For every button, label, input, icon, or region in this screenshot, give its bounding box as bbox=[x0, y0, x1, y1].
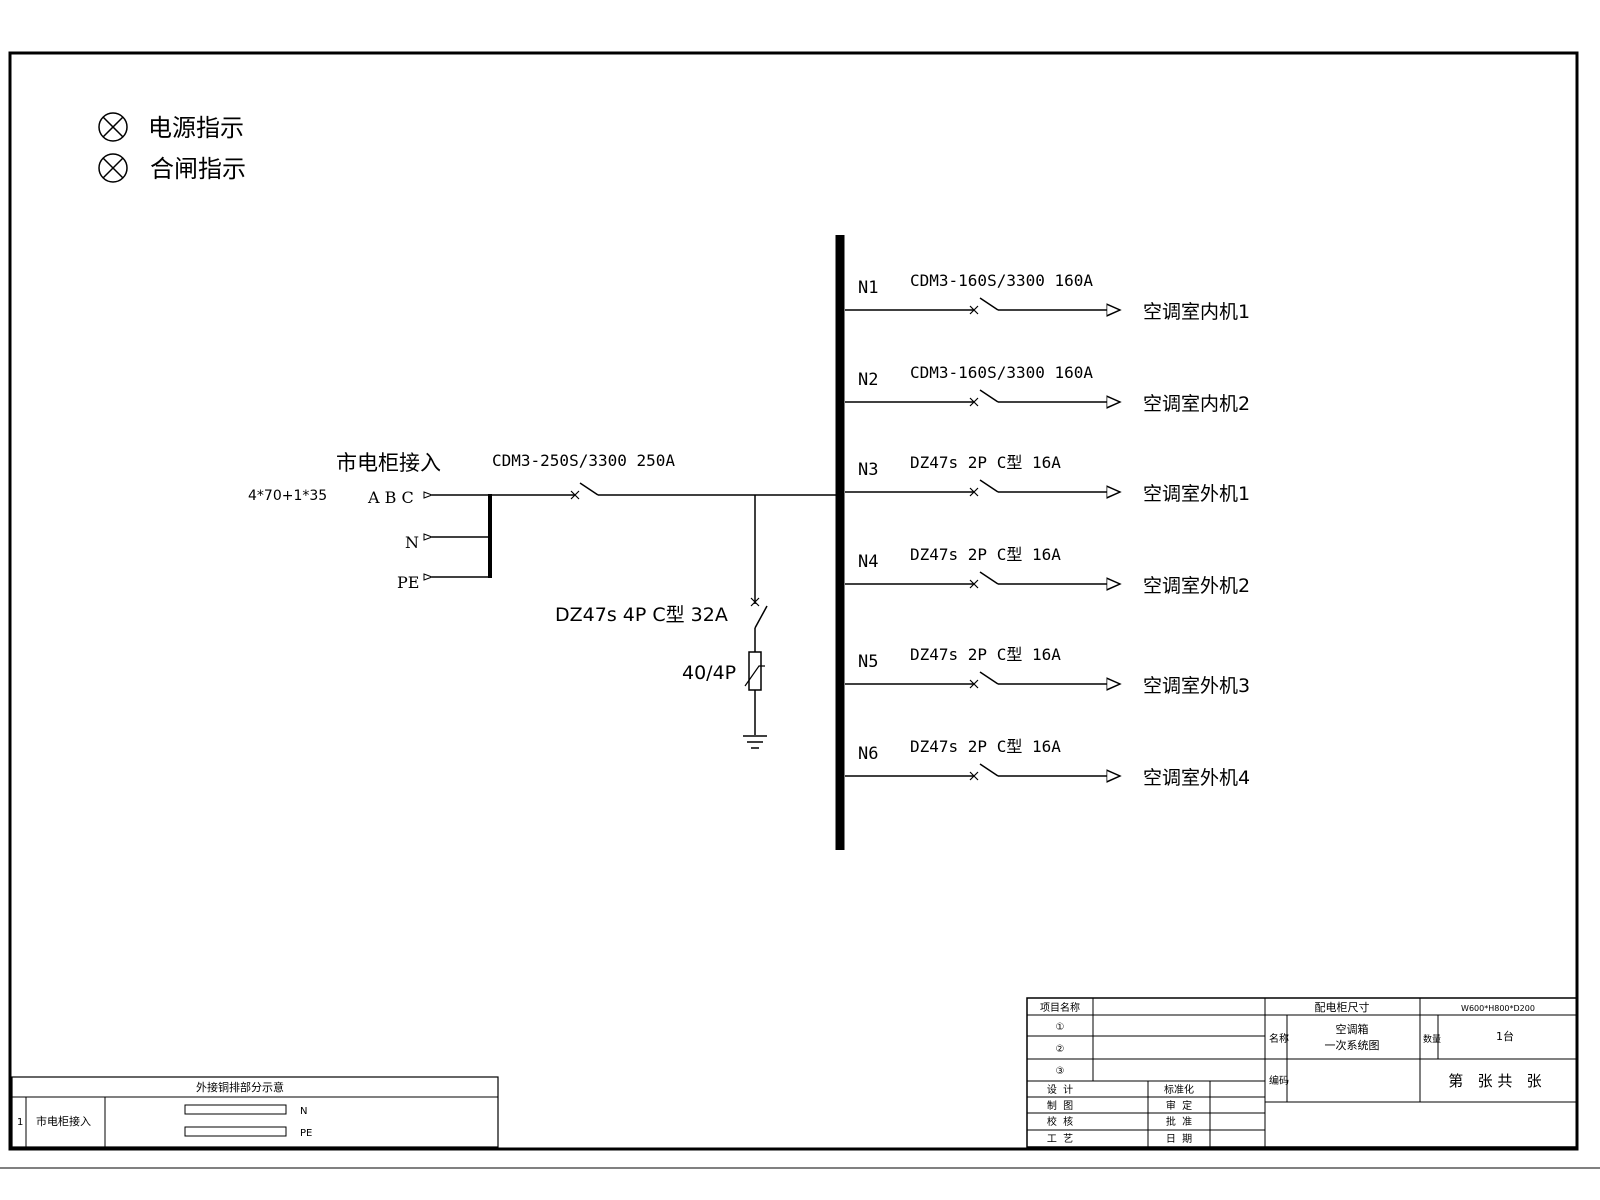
ground-icon bbox=[743, 735, 767, 749]
feeder-breaker-label: DZ47s 2P C型 16A bbox=[910, 737, 1061, 756]
feeder-breaker-cross-icon bbox=[969, 397, 979, 407]
signoff-design: 设 计 bbox=[1047, 1083, 1073, 1096]
spd-breaker-label: DZ47s 4P C型 32A bbox=[555, 604, 728, 626]
feeder-load-label: 空调室外机1 bbox=[1143, 483, 1250, 505]
feeder-id-label: N6 bbox=[858, 744, 878, 764]
project-name-label: 项目名称 bbox=[1040, 1001, 1080, 1014]
surge-protection-branch: DZ47s 4P C型 32A 40/4P bbox=[555, 495, 768, 749]
surge-arrester-label: 40/4P bbox=[682, 662, 736, 684]
busbar-pe-shape bbox=[184, 1126, 287, 1137]
feeder-breaker-cross-icon bbox=[969, 579, 979, 589]
feeder-n4: N4 DZ47s 2P C型 16A 空调室外机2 bbox=[845, 545, 1250, 597]
legend-closing-indicator-label: 合闸指示 bbox=[150, 155, 246, 183]
name-label: 名称 bbox=[1269, 1032, 1289, 1045]
feeder-breaker-contact bbox=[979, 389, 999, 403]
feeder-breaker-label: DZ47s 2P C型 16A bbox=[910, 453, 1061, 472]
title-row-3: ③ bbox=[1056, 1066, 1065, 1077]
feeder-breaker-cross-icon bbox=[969, 305, 979, 315]
feeder-id-label: N1 bbox=[858, 278, 878, 298]
feeder-breaker-label: DZ47s 2P C型 16A bbox=[910, 545, 1061, 564]
feeder-n1: N1 CDM3-160S/3300 160A 空调室内机1 bbox=[845, 271, 1250, 323]
incoming-supply: 市电柜接入 4*70+1*35 A B C N PE CDM3-250S/330… bbox=[248, 451, 838, 592]
title-row-2: ② bbox=[1056, 1044, 1065, 1055]
feeder-n5: N5 DZ47s 2P C型 16A 空调室外机3 bbox=[845, 645, 1250, 697]
signoff-date: 日 期 bbox=[1166, 1133, 1192, 1145]
busbar-table: 外接铜排部分示意 1 市电柜接入 N PE bbox=[11, 1076, 499, 1148]
feeder-breaker-contact bbox=[979, 571, 999, 585]
main-breaker-contact bbox=[579, 482, 599, 496]
feeder-breaker-label: DZ47s 2P C型 16A bbox=[910, 645, 1061, 664]
feeder-breaker-cross-icon bbox=[969, 771, 979, 781]
feeder-n6: N6 DZ47s 2P C型 16A 空调室外机4 bbox=[845, 737, 1250, 789]
surge-arrester-varistor-mark bbox=[744, 665, 765, 687]
feeder-breaker-contact bbox=[979, 671, 999, 685]
feeder-breaker-cross-icon bbox=[969, 487, 979, 497]
spd-breaker-cross-icon bbox=[750, 597, 760, 607]
busbar-pe-label: PE bbox=[300, 1128, 312, 1139]
feeder-breaker-contact bbox=[979, 297, 999, 311]
feeder-id-label: N4 bbox=[858, 552, 878, 572]
busbar-n-shape bbox=[184, 1104, 287, 1115]
signoff-approve: 批 准 bbox=[1166, 1115, 1192, 1128]
title-block: 项目名称 ① ② ③ 配电柜尺寸 W600*H800*D200 名称 空调箱 一… bbox=[1026, 997, 1578, 1148]
signoff-standardization: 标准化 bbox=[1164, 1083, 1194, 1096]
terminal-arrow-abc bbox=[423, 491, 434, 499]
feeder-breaker-label: CDM3-160S/3300 160A bbox=[910, 271, 1093, 290]
feeder-breaker-cross-icon bbox=[969, 679, 979, 689]
feeder-load-label: 空调室外机3 bbox=[1143, 675, 1250, 697]
feeder-breaker-contact bbox=[979, 479, 999, 493]
signoff-drawing: 制 图 bbox=[1047, 1099, 1073, 1112]
signoff-check: 校 核 bbox=[1047, 1115, 1073, 1128]
incoming-cable-spec: 4*70+1*35 bbox=[248, 488, 327, 504]
legend-power-indicator-label: 电源指示 bbox=[148, 114, 244, 142]
main-breaker-cross-icon bbox=[570, 490, 580, 500]
spd-breaker-contact bbox=[754, 605, 768, 629]
incoming-title: 市电柜接入 bbox=[336, 451, 441, 475]
name-value-line2: 一次系统图 bbox=[1325, 1038, 1380, 1052]
cabinet-size-value: W600*H800*D200 bbox=[1461, 1004, 1535, 1013]
feeder-id-label: N3 bbox=[858, 460, 878, 480]
signoff-process: 工 艺 bbox=[1047, 1133, 1073, 1145]
qty-value: 1台 bbox=[1496, 1029, 1514, 1043]
busbar-table-index: 1 bbox=[17, 1117, 23, 1128]
feeder-load-label: 空调室外机2 bbox=[1143, 575, 1250, 597]
main-breaker-label: CDM3-250S/3300 250A bbox=[492, 451, 675, 470]
drawing-frame bbox=[8, 51, 1579, 1151]
feeder-breaker-label: CDM3-160S/3300 160A bbox=[910, 363, 1093, 382]
busbar-table-title: 外接铜排部分示意 bbox=[196, 1080, 284, 1094]
incoming-phase-label: A B C bbox=[367, 488, 414, 507]
terminal-arrow-n bbox=[423, 533, 434, 541]
feeder-load-label: 空调室内机1 bbox=[1143, 301, 1250, 323]
feeder-n2: N2 CDM3-160S/3300 160A 空调室内机2 bbox=[845, 363, 1250, 415]
name-value-line1: 空调箱 bbox=[1336, 1022, 1369, 1036]
busbar-table-row-label: 市电柜接入 bbox=[36, 1114, 91, 1128]
code-label: 编码 bbox=[1269, 1074, 1289, 1087]
signoff-review: 审 定 bbox=[1166, 1099, 1192, 1112]
legend: 电源指示 合闸指示 bbox=[98, 112, 246, 183]
cabinet-size-label: 配电柜尺寸 bbox=[1315, 1000, 1370, 1014]
title-row-1: ① bbox=[1056, 1022, 1065, 1033]
incoming-earth-label: PE bbox=[397, 573, 419, 592]
terminal-arrow-pe bbox=[423, 573, 434, 581]
feeder-id-label: N5 bbox=[858, 652, 878, 672]
feeder-id-label: N2 bbox=[858, 370, 878, 390]
sheet-number: 第 张 共 张 bbox=[1448, 1072, 1541, 1090]
feeder-load-label: 空调室内机2 bbox=[1143, 393, 1250, 415]
feeder-load-label: 空调室外机4 bbox=[1143, 767, 1250, 789]
qty-label: 数量 bbox=[1423, 1033, 1441, 1045]
indicator-lamp-icon bbox=[98, 112, 128, 142]
busbar-n-label: N bbox=[300, 1106, 307, 1117]
indicator-lamp-icon bbox=[98, 153, 128, 183]
feeder-n3: N3 DZ47s 2P C型 16A 空调室外机1 bbox=[845, 453, 1250, 505]
feeder-breaker-contact bbox=[979, 763, 999, 777]
incoming-neutral-label: N bbox=[405, 533, 419, 552]
